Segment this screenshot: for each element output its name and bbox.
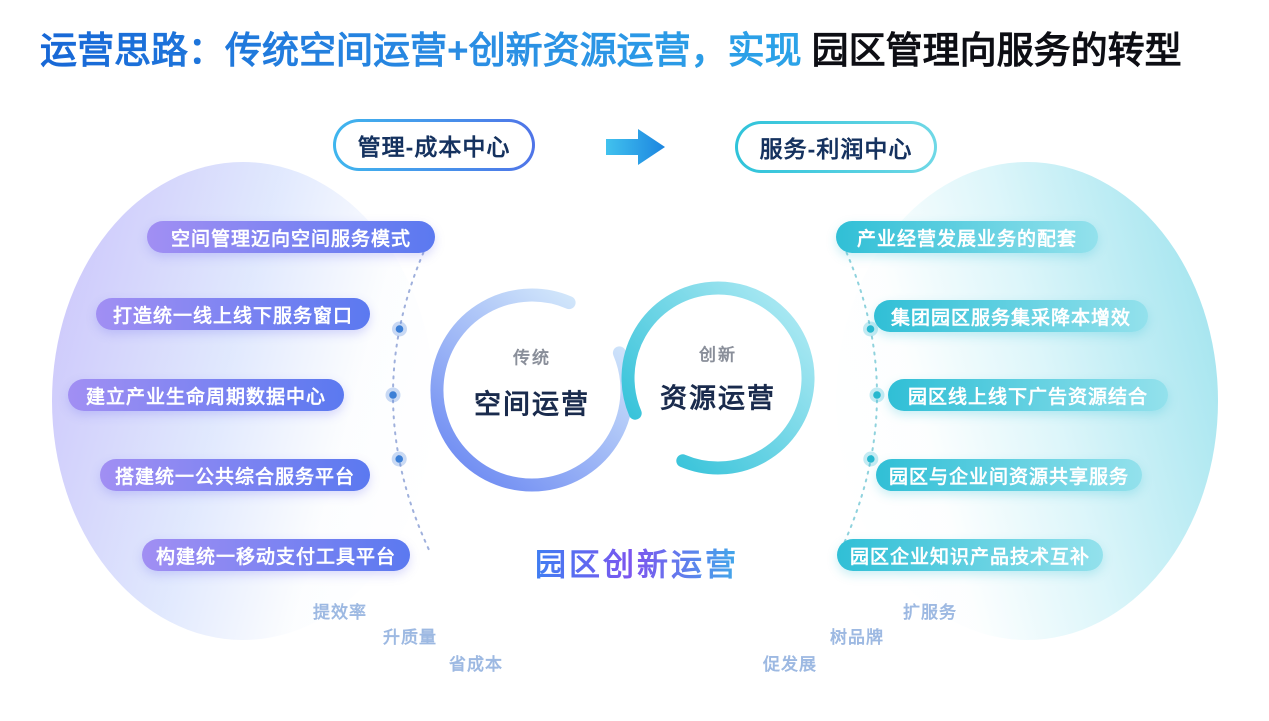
left-item-pill: 空间管理迈向空间服务模式 [147, 221, 435, 253]
benefit-label: 省成本 [449, 655, 503, 674]
left-item-pill: 建立产业生命周期数据中心 [68, 379, 344, 411]
left-circle-label: 空间运营 [474, 389, 590, 420]
cost-center-pill: 管理-成本中心 [333, 119, 535, 171]
right-arrow-icon [606, 129, 665, 165]
benefit-label: 提效率 [313, 603, 367, 622]
profit-center-pill: 服务-利润中心 [735, 121, 937, 173]
left-item-pill: 打造统一线上线下服务窗口 [96, 298, 370, 330]
profit-center-label: 服务-利润中心 [738, 124, 934, 170]
right-item-pill: 产业经营发展业务的配套 [836, 221, 1098, 253]
page-title: 运营思路：传统空间运营+创新资源运营，实现园区管理向服务的转型 [40, 20, 1182, 74]
right-item-pill: 集团园区服务集采降本增效 [874, 300, 1148, 332]
title-highlight: 运营思路：传统空间运营+创新资源运营，实现 [40, 30, 802, 71]
right-item-pill: 园区线上线下广告资源结合 [888, 379, 1168, 411]
left-item-pill: 构建统一移动支付工具平台 [142, 539, 410, 571]
benefit-label: 升质量 [383, 628, 437, 647]
right-item-pill: 园区企业知识产品技术互补 [837, 539, 1103, 571]
benefit-label: 促发展 [763, 655, 817, 674]
cost-center-label: 管理-成本中心 [336, 122, 532, 168]
right-item-pill: 园区与企业间资源共享服务 [876, 459, 1142, 491]
right-circle-label: 资源运营 [660, 383, 776, 414]
benefit-label: 扩服务 [903, 603, 957, 622]
title-rest: 园区管理向服务的转型 [811, 30, 1182, 71]
left-circle-tag: 传统 [513, 348, 551, 368]
left-item-pill: 搭建统一公共综合服务平台 [100, 459, 370, 491]
innovation-caption: 园区创新运营 [535, 540, 739, 585]
right-circle-tag: 创新 [699, 345, 737, 365]
benefit-label: 树品牌 [830, 628, 884, 647]
